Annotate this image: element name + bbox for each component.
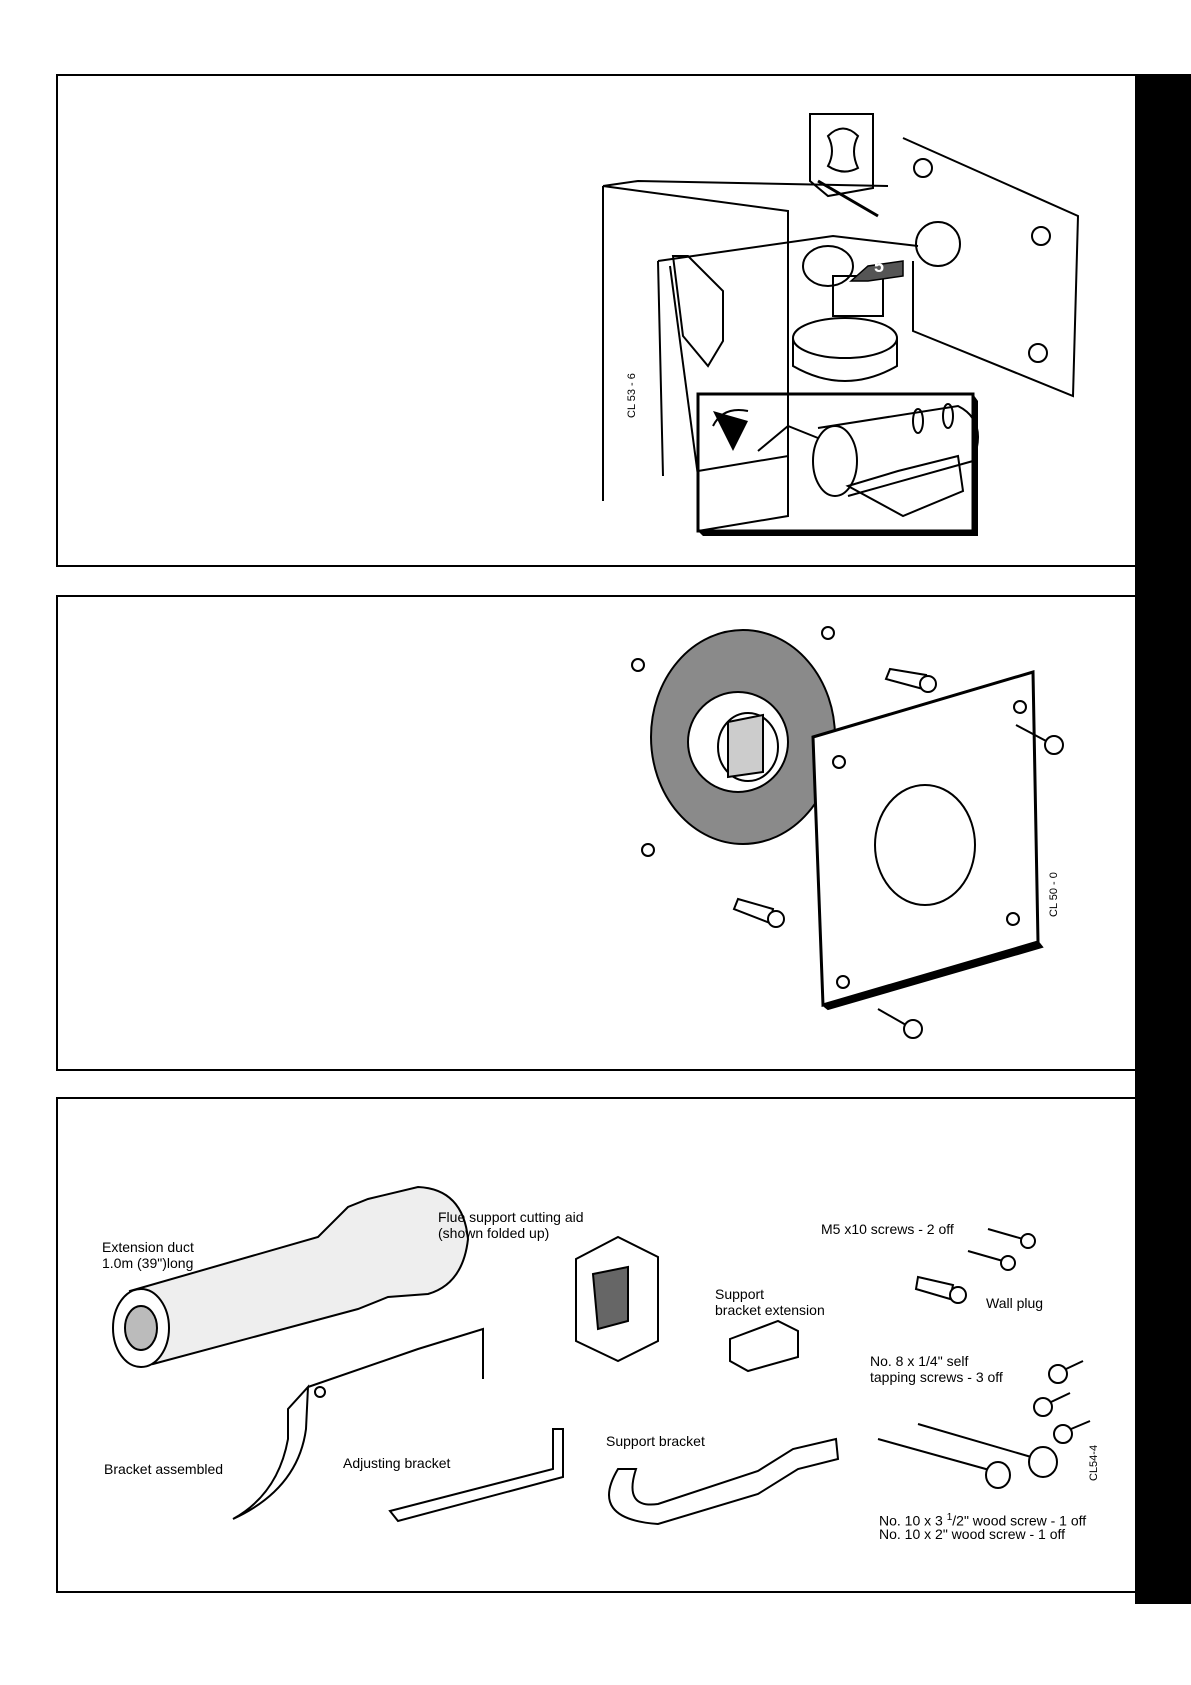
label-m5-screws: M5 x10 screws - 2 off <box>821 1221 954 1237</box>
label-flue-support-cutting-aid: Flue support cutting aid (shown folded u… <box>438 1209 584 1241</box>
boiler-fan-illustration <box>602 113 1080 536</box>
figure-panel-kit-contents: CL54-4 Extension duct 1.0m (39")long Flu… <box>56 1097 1135 1593</box>
label-bracket-assembled: Bracket assembled <box>104 1461 224 1477</box>
label-adjusting-bracket: Adjusting bracket <box>343 1455 451 1471</box>
label-wood-screw-3-5: No. 10 x 3 1/2" wood screw - 1 off <box>879 1512 1087 1529</box>
label-self-tapping-screws: No. 8 x 1/4" self tapping screws - 3 off <box>870 1353 1003 1385</box>
kit-contents-illustration <box>112 1185 1091 1526</box>
figure-panel-boiler-fan: CL 53 - 6 5 <box>56 74 1135 567</box>
step-number-badge: 5 <box>874 256 885 276</box>
figure-code: CL 53 - 6 <box>626 373 638 418</box>
figure-code: CL 50 - 0 <box>1048 872 1060 917</box>
wall-plate-illustration <box>631 626 1064 1039</box>
figure-panel-wall-plate: CL 50 - 0 <box>56 595 1135 1071</box>
label-extension-duct: Extension duct 1.0m (39")long <box>102 1239 194 1271</box>
label-wood-screw-2: No. 10 x 2" wood screw - 1 off <box>879 1526 1066 1542</box>
label-wall-plug: Wall plug <box>986 1295 1044 1311</box>
label-support-bracket: Support bracket <box>606 1433 705 1449</box>
figure-code: CL54-4 <box>1088 1444 1100 1481</box>
label-support-bracket-extension: Support bracket extension <box>715 1286 825 1318</box>
section-tab-bar <box>1135 74 1191 1604</box>
